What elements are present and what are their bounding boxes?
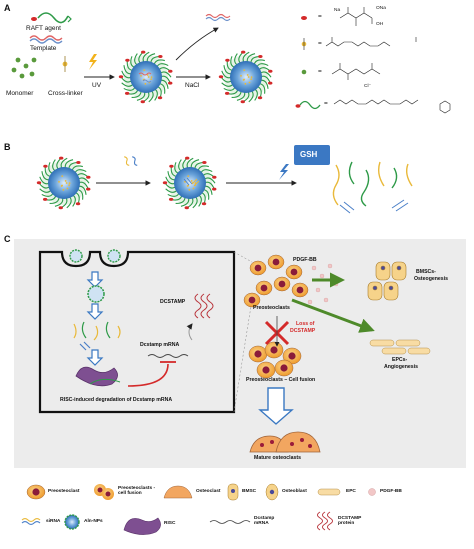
eq-2: = bbox=[318, 40, 322, 47]
nanoparticle-loaded bbox=[36, 156, 91, 210]
nacl-label: NaCl bbox=[185, 82, 200, 89]
loss-of-label: Loss of bbox=[296, 321, 315, 327]
dcstamp-mrna-label: Dcstamp mRNA bbox=[140, 342, 180, 348]
legend-preosteoclast: Preosteoclast bbox=[48, 489, 80, 494]
released-template-icon bbox=[205, 13, 231, 22]
down-arrows bbox=[86, 271, 104, 366]
dcstamp-protein-icon bbox=[194, 293, 214, 319]
panel-b-letter: B bbox=[4, 142, 11, 152]
crosslinker-label: Cross-linker bbox=[48, 90, 83, 97]
monomer-label: Monomer bbox=[6, 90, 34, 97]
dcstamp-mrna-strand bbox=[147, 354, 189, 358]
chem-cl-label: Cl⁻ bbox=[364, 84, 372, 89]
eq-3: = bbox=[318, 68, 322, 75]
preosteoclast-cluster bbox=[243, 254, 339, 379]
risc-complex-icon bbox=[75, 366, 118, 387]
epcs-label-1: EPCs- bbox=[392, 357, 408, 363]
legend-sirna: siRNA bbox=[46, 519, 61, 524]
crosslinker-icon bbox=[62, 56, 68, 72]
dcstamp-label: DCSTAMP bbox=[160, 299, 186, 305]
monomer-icons bbox=[11, 57, 37, 79]
mature-osteoclasts-label: Mature osteoclasts bbox=[254, 455, 301, 461]
bmscs-label-2: Osteogenesis bbox=[414, 276, 449, 282]
chemical-structures bbox=[295, 7, 451, 114]
bmsc-cells bbox=[367, 261, 407, 301]
legend-bmsc: BMSC bbox=[242, 489, 257, 494]
uv-label: UV bbox=[92, 82, 102, 89]
gsh-label: GSH bbox=[300, 150, 318, 159]
legend-cell-fusion: Preosteoclasts -cell fusion bbox=[118, 486, 156, 497]
nanoparticle-after-nacl bbox=[218, 50, 273, 104]
released-strands bbox=[332, 161, 413, 214]
sirna-duplex-icon bbox=[124, 156, 138, 166]
legend-osteoblast: Osteoblast bbox=[282, 489, 307, 494]
fusion-arrow bbox=[258, 387, 294, 425]
legend-pdgf-bb: PDGF-BB bbox=[380, 489, 402, 494]
nanoparticle-with-sirna bbox=[162, 156, 217, 210]
legend-mrna: Dcstamp mRNA bbox=[254, 516, 275, 527]
nanoparticle-with-template bbox=[118, 50, 173, 104]
uv-icon bbox=[89, 54, 97, 70]
legend-risc: RISC bbox=[164, 521, 176, 526]
raft-agent-label: RAFT agent bbox=[26, 25, 61, 32]
legend-dcstamp-protein: DCSTAMP protein bbox=[338, 516, 362, 527]
risc-degradation-label: RISC-induced degradation of Dcstamp mRNA bbox=[60, 397, 173, 403]
pdgf-bb-label: PDGF-BB bbox=[293, 257, 317, 263]
raft-agent-icon bbox=[31, 12, 72, 24]
cell-fusion-label: Preosteoclasts – Cell fusion bbox=[246, 377, 316, 383]
epcs-label-2: Angiogenesis bbox=[384, 364, 419, 370]
lightning-icon bbox=[279, 164, 289, 180]
template-sirna-icon bbox=[29, 35, 63, 44]
chem-na-label: ONa bbox=[376, 6, 386, 11]
legend-epc: EPC bbox=[346, 489, 356, 494]
panel-a-letter: A bbox=[4, 3, 11, 13]
eq-1: = bbox=[318, 13, 322, 20]
bmscs-label-1: BMSCs- bbox=[416, 269, 436, 275]
epc-cells bbox=[369, 339, 431, 355]
legend-osteoclast: Osteoclast bbox=[196, 489, 221, 494]
eq-4: = bbox=[324, 100, 328, 107]
loss-dcstamp-label: DCSTAMP bbox=[290, 328, 316, 334]
chem-na2-label: Na bbox=[334, 8, 341, 13]
template-label: Template bbox=[30, 45, 57, 52]
preosteoclasts-label: Preosteoclasts bbox=[253, 305, 290, 311]
legend-icons bbox=[21, 483, 376, 535]
mature-osteoclasts-icon bbox=[249, 431, 321, 453]
legend-aln-nps: Aln-NPs bbox=[84, 519, 103, 524]
gsh-box bbox=[294, 145, 330, 165]
cell-membrane bbox=[38, 250, 236, 414]
panel-c-letter: C bbox=[4, 234, 11, 244]
chem-oh-label: OH bbox=[376, 22, 384, 27]
